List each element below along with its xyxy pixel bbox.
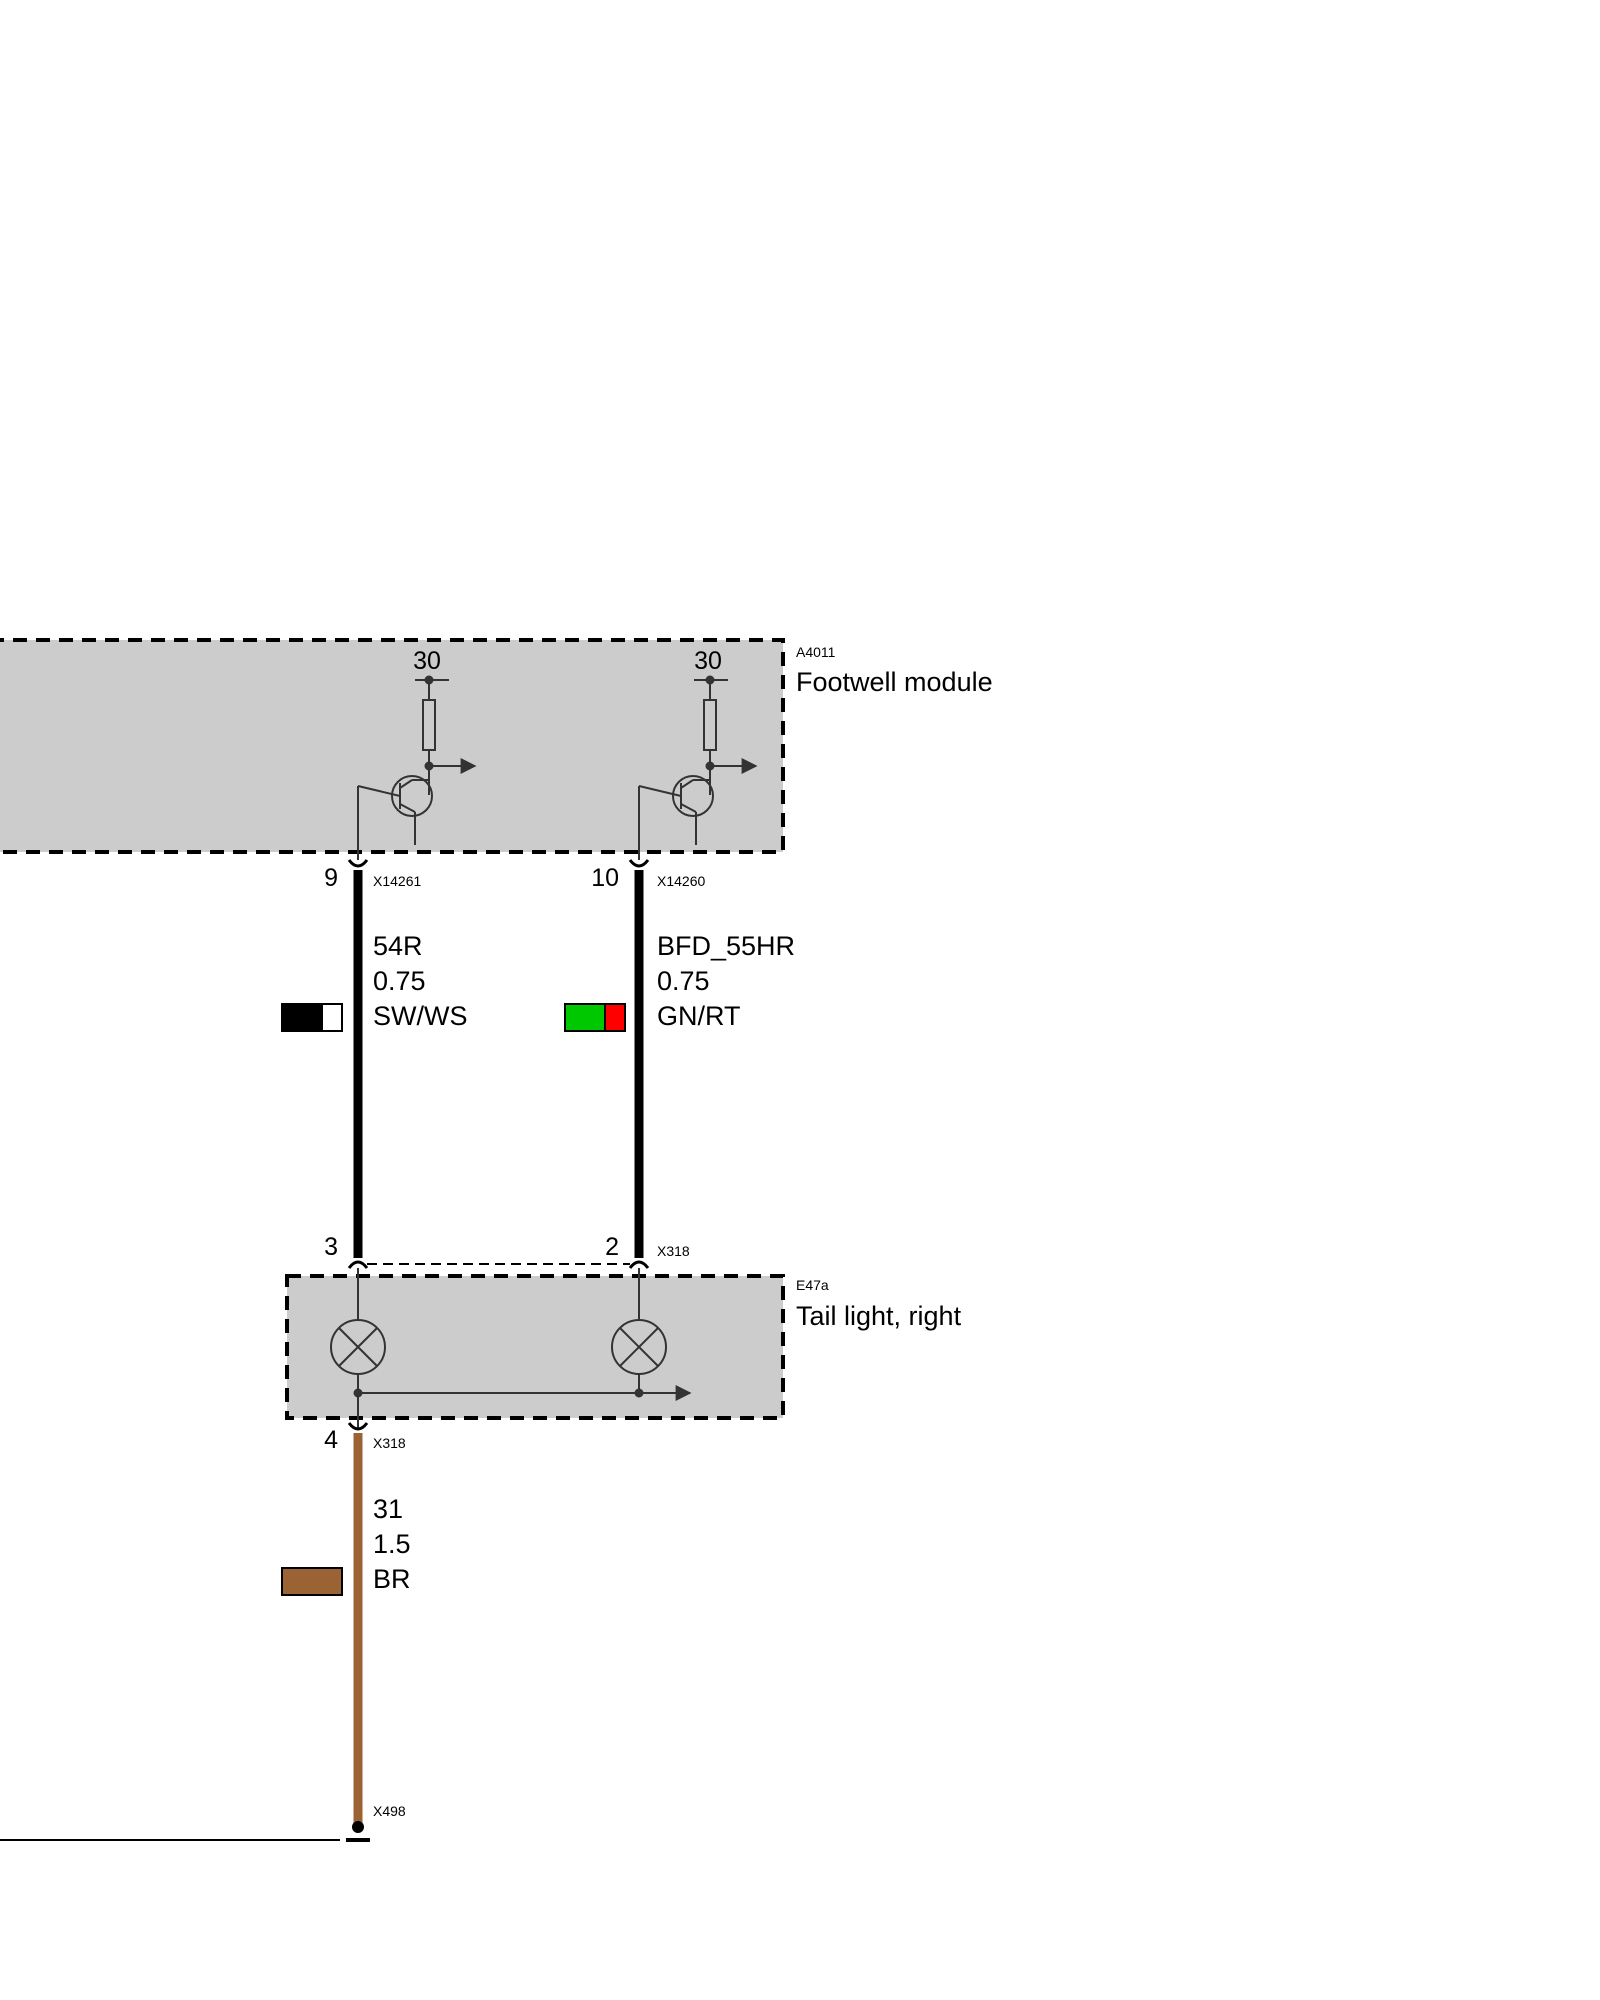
lamp-right <box>611 1268 667 1393</box>
tail-light-name: Tail light, right <box>796 1301 962 1331</box>
supply-label-left: 30 <box>413 647 441 675</box>
pin-number-tl-right: 2 <box>605 1233 619 1261</box>
transistor-right <box>638 675 758 860</box>
connector-tl-ground: X318 <box>373 1435 406 1451</box>
footwell-module-code: A4011 <box>796 644 836 660</box>
terminal-tl-left <box>347 1260 369 1269</box>
footwell-module-name: Footwell module <box>796 667 993 697</box>
supply-label-right: 30 <box>694 647 722 675</box>
terminal-fw-right <box>628 859 650 868</box>
connector-tl-right: X318 <box>657 1243 690 1259</box>
ground-point-x498 <box>0 1821 370 1842</box>
footwell-module <box>0 638 785 854</box>
wire-31-gauge: 1.5 <box>373 1529 411 1559</box>
wire-31-color-swatch <box>281 1567 343 1596</box>
wire-54r-color: SW/WS <box>373 1001 468 1031</box>
wire-bfd-color: GN/RT <box>657 1001 741 1031</box>
wire-54r-gauge: 0.75 <box>373 966 426 996</box>
wire-bfd-gauge: 0.75 <box>657 966 710 996</box>
pin-number-tl-ground: 4 <box>324 1426 338 1454</box>
wire-31-signal: 31 <box>373 1494 403 1524</box>
pin-number-tl-left: 3 <box>324 1233 338 1261</box>
wire-54r-signal: 54R <box>373 931 423 961</box>
transistor-left <box>357 675 477 860</box>
pin-number-fw-right: 10 <box>591 864 619 892</box>
terminal-tl-ground <box>347 1422 369 1431</box>
lamp-left <box>330 1268 386 1430</box>
tail-light-code: E47a <box>796 1277 829 1293</box>
wire-bfd-signal: BFD_55HR <box>657 931 795 961</box>
terminal-tl-right <box>628 1260 650 1269</box>
lamp-ground-bus <box>353 1385 692 1401</box>
connector-fw-left: X14261 <box>373 873 421 889</box>
wire-31-color: BR <box>373 1564 411 1594</box>
terminal-fw-left <box>347 859 369 868</box>
wire-54r-color-swatch <box>281 1003 343 1032</box>
connector-ground-point: X498 <box>373 1803 406 1819</box>
connector-fw-right: X14260 <box>657 873 705 889</box>
pin-number-fw-left: 9 <box>324 864 338 892</box>
wire-bfd-color-swatch <box>564 1003 626 1032</box>
